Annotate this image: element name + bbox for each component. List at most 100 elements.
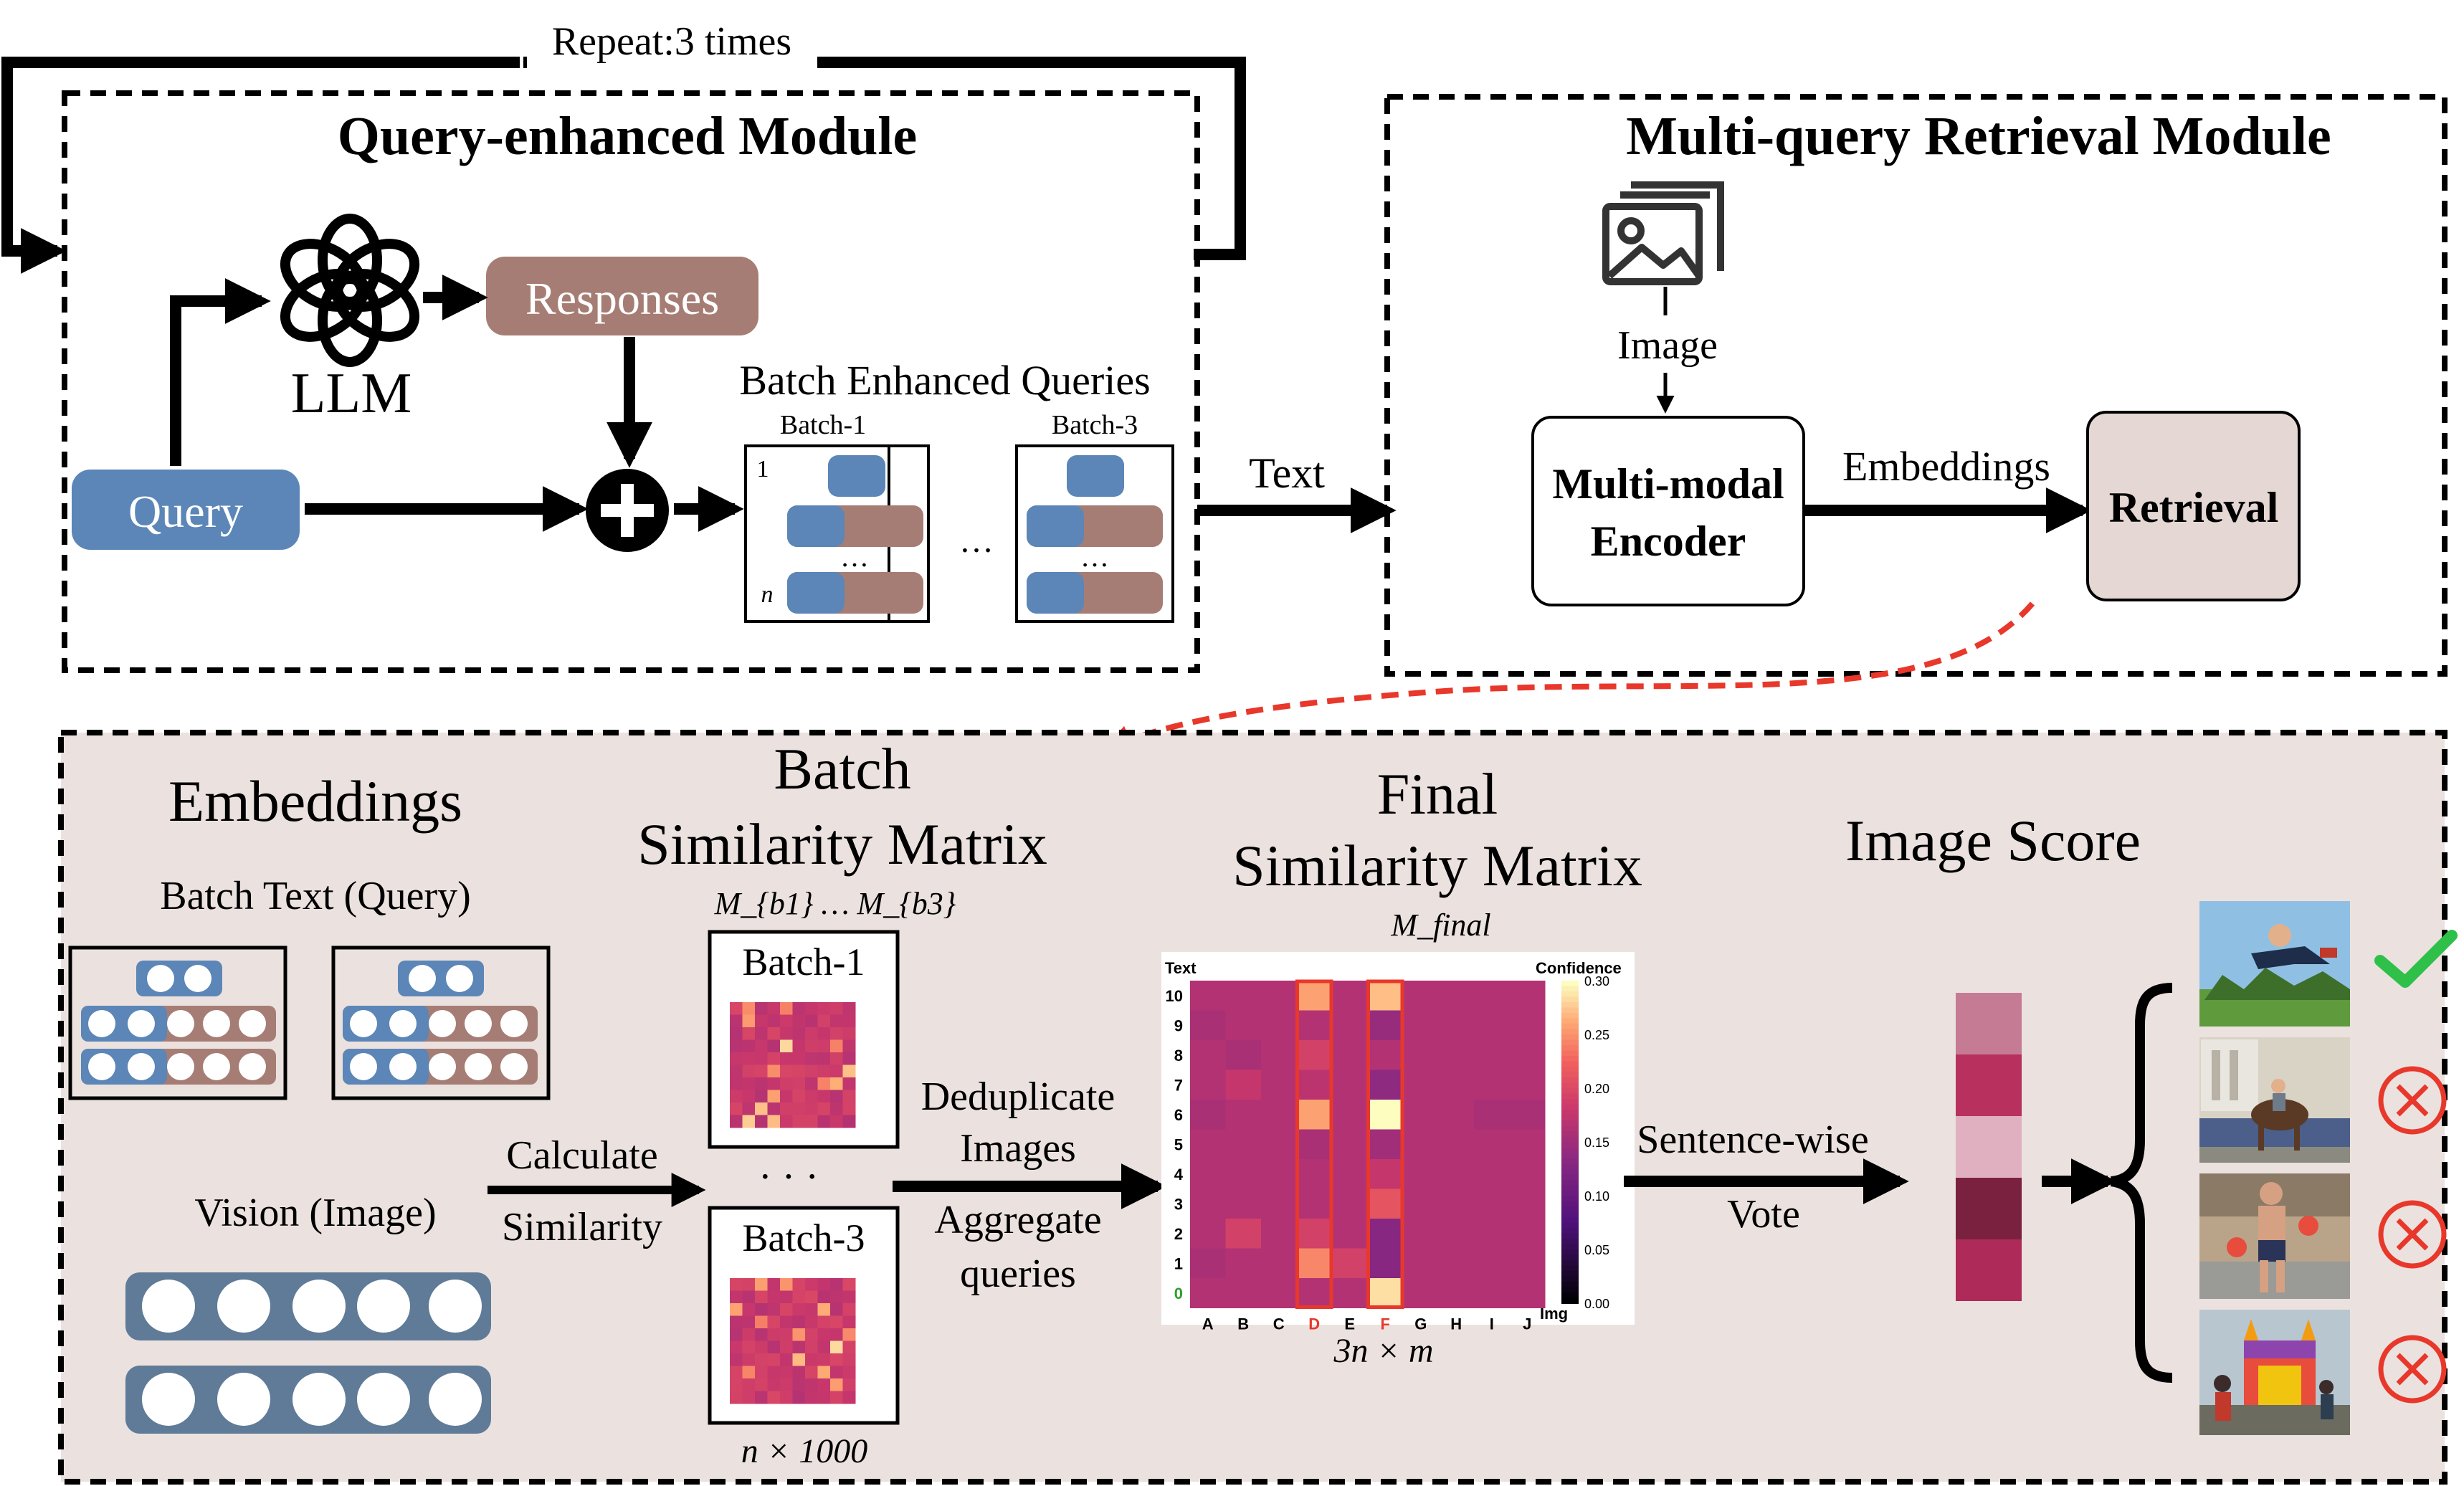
batch-enhanced-title: Batch Enhanced Queries <box>739 357 1150 404</box>
batch-matrix-cell <box>755 1328 768 1341</box>
colorbar-segment <box>1561 1153 1579 1159</box>
query-label: Query <box>128 486 243 537</box>
batch-matrix-cell <box>805 1340 818 1354</box>
colorbar-segment <box>1561 1260 1579 1267</box>
batch-matrix-cell <box>742 1328 756 1341</box>
heatmap-cell <box>1261 981 1297 1011</box>
colorbar-segment <box>1561 1088 1579 1095</box>
batch-matrix-cell <box>767 1039 781 1053</box>
batch-matrix-cell <box>755 1002 768 1015</box>
batch-matrix-cell <box>805 1366 818 1379</box>
batch3-similarity-matrix: Batch-3 <box>708 1206 900 1425</box>
results-curly-brace <box>2110 983 2173 1383</box>
result-image-3 <box>2199 1173 2350 1299</box>
heatmap-cell <box>1190 1100 1226 1130</box>
heatmap-cell <box>1296 1070 1333 1100</box>
heatmap-cell <box>1296 1040 1333 1070</box>
heatmap-cell <box>1509 1129 1546 1160</box>
heatmap-cell <box>1332 1248 1368 1279</box>
colorbar-segment <box>1561 1104 1579 1110</box>
colorbar-segment <box>1561 1131 1579 1138</box>
heatmap-y-tick: 1 <box>1174 1254 1183 1272</box>
mfinal-label: M_final <box>1390 908 1490 943</box>
heatmap-cell <box>1261 1159 1297 1189</box>
colorbar-segment <box>1561 1039 1579 1046</box>
heatmap-cell <box>1225 1248 1262 1279</box>
batch-matrix-cell <box>830 1391 843 1404</box>
colorbar-segment <box>1561 1287 1579 1293</box>
dedup-label-line2: Images <box>960 1126 1076 1171</box>
batch-matrix-cell <box>730 1278 743 1291</box>
heatmap-cell <box>1296 1100 1333 1130</box>
heatmap-cell <box>1474 1278 1510 1308</box>
batch-matrix-cell <box>755 1303 768 1316</box>
heatmap-x-tick: D <box>1308 1315 1320 1333</box>
calc-label-line1: Calculate <box>506 1133 657 1178</box>
batch-matrix-cell <box>767 1290 781 1304</box>
vote-label-line1: Sentence-wise <box>1637 1118 1868 1162</box>
batch-matrix-cell <box>842 1315 856 1329</box>
batch-matrix-cell <box>780 1391 793 1404</box>
heatmap-cell <box>1403 1040 1439 1070</box>
colorbar-segment <box>1561 991 1579 998</box>
heatmap-cell <box>1509 1040 1546 1070</box>
batch-matrix-cell <box>842 1115 856 1128</box>
cross-circle-icon <box>2378 1066 2447 1135</box>
heatmap-cell <box>1438 1219 1475 1249</box>
colorbar-segment <box>1561 1099 1579 1105</box>
batch-matrix-cell <box>792 1378 806 1391</box>
batch-matrix-cell <box>817 1378 831 1391</box>
batch-matrix-cell <box>842 1002 856 1015</box>
batch3-query-card: … <box>1015 444 1174 623</box>
heatmap-cell <box>1367 1129 1404 1160</box>
encoder-label-line2: Encoder <box>1591 518 1746 565</box>
batch-matrix-cell <box>755 1014 768 1028</box>
heatmap-cell <box>1225 1129 1262 1160</box>
batch-matrix-cell <box>817 1391 831 1404</box>
batch-matrix-cell <box>730 1315 743 1329</box>
heatmap-cell <box>1190 1189 1226 1219</box>
colorbar-segment <box>1561 1196 1579 1202</box>
batch-matrix-cell <box>842 1290 856 1304</box>
colorbar-tick: 0.00 <box>1584 1297 1609 1311</box>
colorbar-segment <box>1561 1168 1579 1175</box>
heatmap-cell <box>1296 1010 1333 1041</box>
colorbar-segment <box>1561 1254 1579 1261</box>
batch-matrix-cell <box>767 1014 781 1028</box>
score-bar-segment <box>1956 1239 2022 1301</box>
heatmap-cell <box>1332 1278 1368 1308</box>
batch-matrix-cell <box>805 1378 818 1391</box>
heatmap-x-tick: B <box>1237 1315 1249 1333</box>
batch-matrix-cell <box>767 1090 781 1103</box>
batch-matrix-cell <box>805 1102 818 1115</box>
heatmap-cell <box>1190 981 1226 1011</box>
batch-matrix-cell <box>755 1315 768 1329</box>
heatmap-cell <box>1261 1129 1297 1160</box>
colorbar-segment <box>1561 1217 1579 1224</box>
heatmap-cell <box>1403 1219 1439 1249</box>
batch-matrix-cell <box>767 1052 781 1065</box>
heatmap-cell <box>1367 1219 1404 1249</box>
heatmap-cell <box>1332 1129 1368 1160</box>
colorbar-segment <box>1561 1265 1579 1272</box>
heatmap-cell <box>1261 1010 1297 1041</box>
batch-matrix-cell <box>780 1052 793 1065</box>
colorbar-segment <box>1561 1045 1579 1052</box>
batch-matrix-cell <box>755 1391 768 1404</box>
heatmap-cell <box>1403 1010 1439 1041</box>
heatmap-cell <box>1403 1159 1439 1189</box>
batch-matrix-cell <box>767 1340 781 1354</box>
openai-logo-icon <box>280 214 420 367</box>
batch-matrix-cell <box>767 1065 781 1078</box>
batch-matrix-cell <box>780 1065 793 1078</box>
heatmap-cell <box>1403 1100 1439 1130</box>
heatmap-cell <box>1474 1219 1510 1249</box>
batch-matrix-cell <box>792 1052 806 1065</box>
batch-matrix-cell <box>830 1340 843 1354</box>
batch-matrix-cell <box>817 1353 831 1366</box>
heatmap-cell <box>1190 1159 1226 1189</box>
batch-matrix-cell <box>730 1002 743 1015</box>
batch-matrix-cell <box>842 1340 856 1354</box>
batch-matrix-cell <box>755 1290 768 1304</box>
batch3-matrix-label: Batch-3 <box>743 1216 865 1259</box>
